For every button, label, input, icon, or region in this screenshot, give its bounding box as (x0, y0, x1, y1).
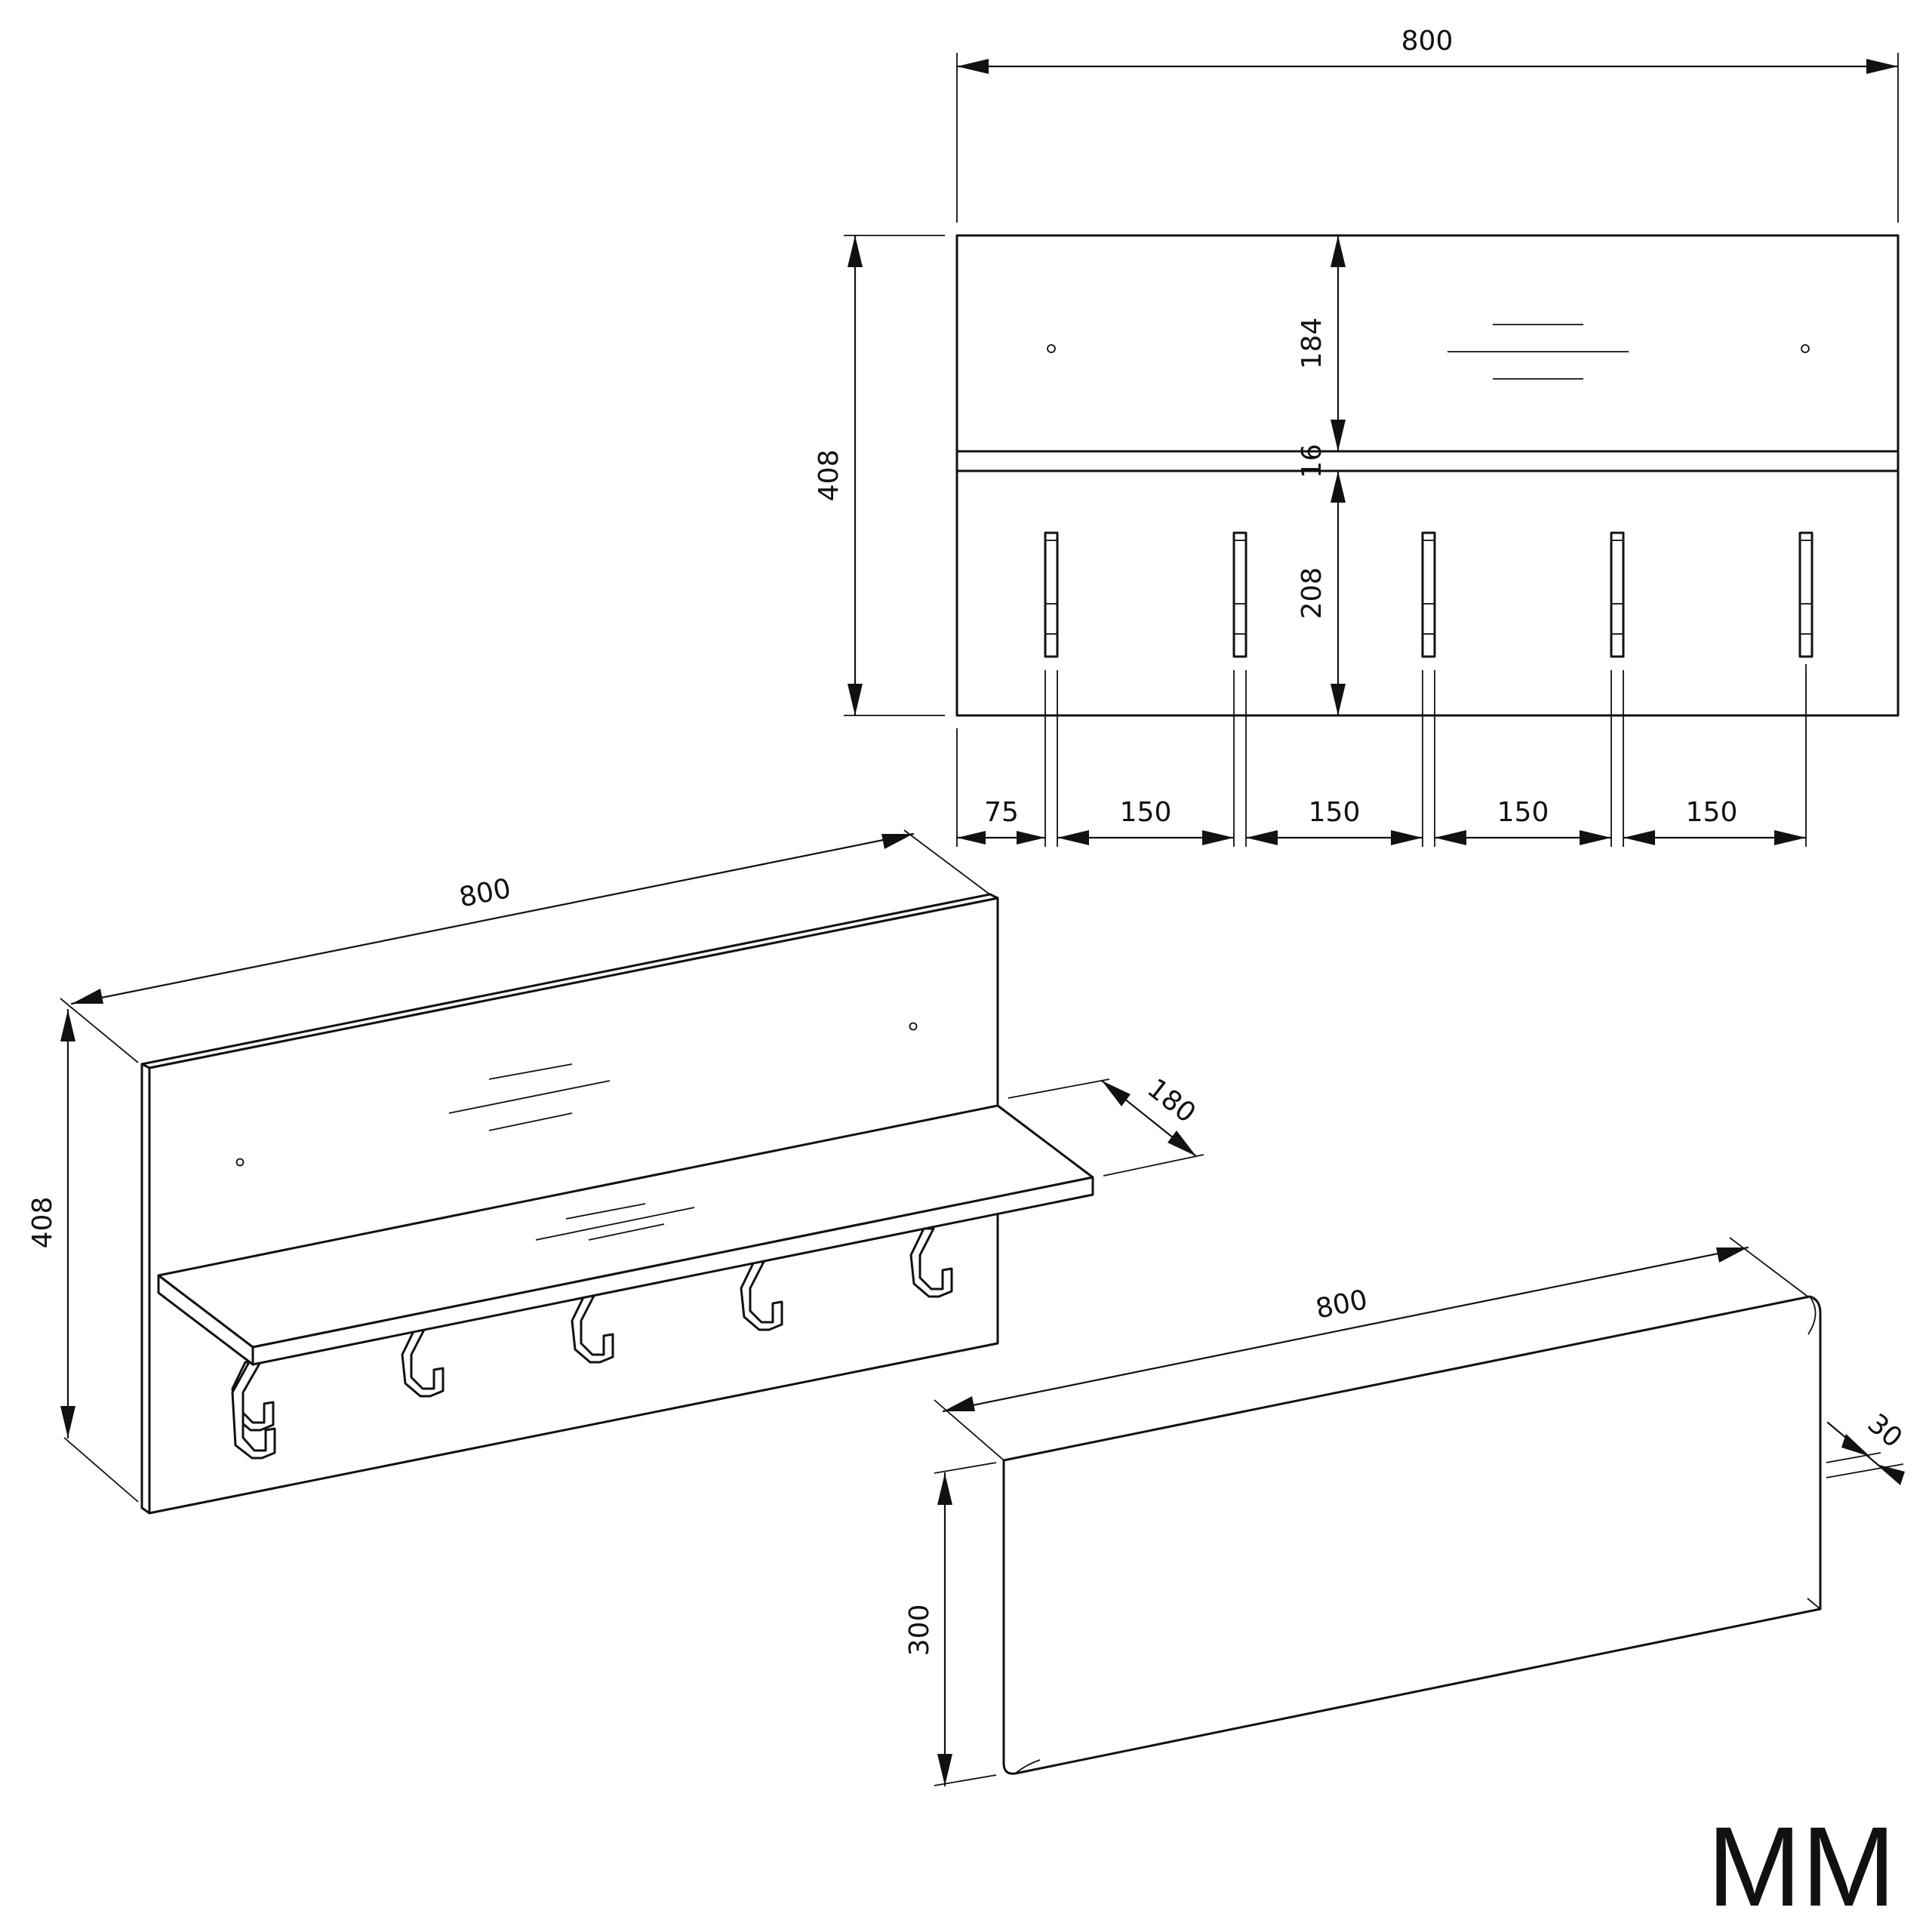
front-width-dimension: 800 (955, 26, 1900, 223)
iso-height-dimension: 408 (27, 1008, 139, 1503)
arrowhead (1331, 420, 1346, 451)
arrowhead (1623, 830, 1655, 845)
arrowhead (72, 989, 103, 1004)
panel-thickness-label: 30 (1862, 1408, 1908, 1454)
arrowhead (848, 235, 863, 267)
front-hook (1044, 531, 1059, 847)
arrowhead (1331, 235, 1346, 267)
isometric-view: 800 408 (27, 829, 1204, 1515)
hook-spacing-label: 150 (1309, 797, 1361, 828)
logo-mark (448, 1063, 611, 1131)
screw-hole-icon (1801, 344, 1810, 353)
arrowhead (1017, 831, 1045, 844)
panel-width-label: 800 (1313, 1284, 1371, 1325)
logo-mark (1447, 324, 1629, 380)
arrowhead (881, 834, 913, 849)
front-hooks (1044, 531, 1814, 847)
front-section-dimensions: 184 16 208 (1297, 234, 1346, 717)
panel-height-dimension: 300 (904, 1462, 997, 1787)
arrowhead (1580, 830, 1611, 845)
iso-hook (740, 1260, 783, 1331)
arrowhead (1876, 1464, 1905, 1485)
panel-board (1002, 1295, 1822, 1775)
hook-spacing-label: 150 (1120, 797, 1172, 828)
hook-spacing-label: 150 (1686, 797, 1738, 828)
arrowhead (1866, 59, 1898, 74)
front-shelf-edge (955, 450, 1900, 472)
iso-back-side-edge (140, 1063, 151, 1515)
arrowhead (1202, 830, 1234, 845)
panel-height-label: 300 (904, 1604, 935, 1657)
arrowhead (1102, 1081, 1131, 1106)
front-view: 800 408 184 16 (814, 26, 1900, 847)
panel-corner-line (1807, 1598, 1821, 1610)
screw-hole-icon (909, 1022, 918, 1031)
iso-shelf-side (157, 1274, 254, 1366)
front-width-label: 800 (1401, 26, 1454, 57)
arrowhead (937, 1754, 952, 1786)
hook-spacing-label: 150 (1497, 797, 1549, 828)
upper-section-label: 184 (1297, 318, 1327, 370)
screw-hole-icon (1047, 344, 1056, 353)
iso-hook (909, 1227, 953, 1298)
iso-height-label: 408 (27, 1197, 58, 1249)
shelf-thickness-label: 16 (1297, 444, 1327, 478)
iso-hook (401, 1327, 445, 1398)
lower-section-label: 208 (1297, 568, 1327, 620)
arrowhead (937, 1473, 952, 1505)
unit-label: MM (1707, 1803, 1896, 1930)
iso-width-label: 800 (457, 873, 513, 914)
arrowhead (1057, 830, 1089, 845)
front-height-label: 408 (814, 450, 844, 502)
iso-hook (571, 1293, 614, 1364)
iso-shelf (157, 1104, 1094, 1366)
hook-spacing-dimensions: 75 150 150 150 150 (955, 664, 1807, 847)
front-hook (1421, 531, 1436, 847)
arrowhead (1774, 830, 1806, 845)
iso-hook (231, 1361, 276, 1460)
arrowhead (1716, 1247, 1748, 1263)
arrowhead (1168, 1131, 1196, 1156)
arrowhead (1331, 471, 1346, 503)
arrowhead (60, 1010, 75, 1041)
front-hook (1232, 531, 1247, 847)
hook-spacing-label: 75 (984, 797, 1019, 828)
arrowhead (848, 684, 863, 715)
arrowhead (1435, 830, 1466, 845)
front-height-dimension: 408 (814, 234, 945, 717)
arrowhead (1331, 684, 1346, 715)
iso-depth-label: 180 (1141, 1073, 1201, 1130)
arrowhead (943, 1396, 975, 1411)
panel-corner-curve (1807, 1296, 1817, 1335)
screw-hole-icon (235, 1158, 245, 1167)
arrowhead (957, 831, 986, 844)
arrowhead (1841, 1434, 1870, 1457)
logo-mark (535, 1203, 695, 1241)
front-hook (1610, 531, 1625, 847)
arrowhead (957, 59, 989, 74)
arrowhead (60, 1406, 75, 1438)
panel-corner-curve (1014, 1759, 1041, 1774)
front-hook (1798, 531, 1814, 658)
panel-view: 800 300 30 (904, 1237, 1908, 1787)
arrowhead (1246, 830, 1278, 845)
arrowhead (1391, 830, 1423, 845)
panel-thickness-dimension: 30 (1826, 1408, 1908, 1485)
